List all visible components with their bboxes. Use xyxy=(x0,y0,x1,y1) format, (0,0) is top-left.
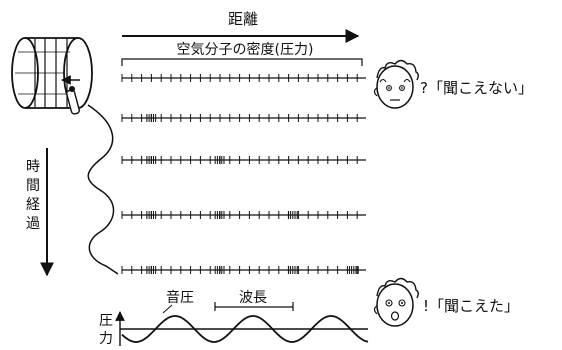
pressure-wave xyxy=(121,315,369,343)
distance-label: 距離 xyxy=(228,10,258,28)
listener-surprised-icon xyxy=(373,277,419,327)
time-char-4: 過 xyxy=(26,216,40,232)
molecule-row xyxy=(121,114,366,122)
molecule-rows xyxy=(121,74,366,274)
can-hear-label: !「聞こえた」 xyxy=(423,297,519,315)
time-char-1: 時 xyxy=(26,159,40,175)
cant-hear-label: ?「聞こえない」 xyxy=(420,79,533,97)
wavelength-label: 波長 xyxy=(239,290,267,306)
sound-pressure-label: 音圧 xyxy=(166,289,194,306)
time-elapsed-label: 時 間 経 過 xyxy=(26,159,40,232)
density-label: 空気分子の密度(圧力) xyxy=(177,41,314,58)
molecule-row xyxy=(121,156,366,164)
molecule-row xyxy=(121,266,366,274)
pressure-axis-label: 圧 力 xyxy=(99,313,113,347)
pressure-char-1: 圧 xyxy=(99,313,113,329)
sound-pressure-leader xyxy=(162,304,173,314)
drum-icon xyxy=(11,37,93,115)
vibration-trace xyxy=(87,104,119,275)
molecule-row xyxy=(121,211,366,219)
time-char-2: 間 xyxy=(26,178,40,194)
pressure-char-2: 力 xyxy=(99,331,113,347)
time-char-3: 経 xyxy=(26,197,40,213)
molecule-row xyxy=(121,74,366,82)
listener-confused-icon xyxy=(373,59,419,109)
density-bracket xyxy=(121,58,363,66)
wavelength-bracket xyxy=(214,302,294,311)
